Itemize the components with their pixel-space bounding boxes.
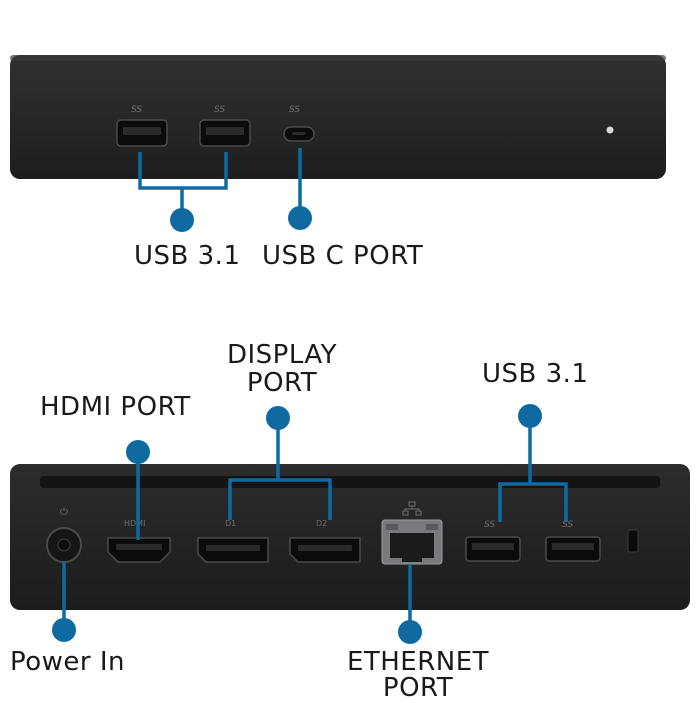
label-usb-rear: USB 3.1 — [482, 359, 589, 389]
rear-panel: ⏻ HDMI D1 D2 — [10, 464, 690, 610]
rear-hdmi-port: HDMI — [107, 519, 171, 563]
rear-displayport-1: D1 — [197, 519, 269, 563]
usb-ss-logo: SS — [289, 105, 300, 115]
usb-ss-logo: SS — [562, 520, 573, 530]
callout-dot-icon — [518, 404, 542, 428]
label-power-in: Power In — [10, 647, 126, 677]
label-ethernet-line1: ETHERNET — [346, 647, 490, 677]
front-usb-a-port-2: SS — [199, 105, 251, 147]
rear-device-body — [10, 464, 690, 610]
rear-displayport-2: D2 — [289, 519, 361, 563]
callout-dot-icon — [52, 618, 76, 642]
front-panel: SS SS SS — [10, 55, 666, 179]
security-slot-icon — [627, 529, 639, 553]
callout-dot-icon — [288, 206, 312, 230]
network-symbol-icon — [402, 501, 422, 516]
rear-usb-a-port-1: SS — [465, 520, 521, 562]
callout-dot-icon — [126, 440, 150, 464]
callout-dot-icon — [266, 406, 290, 430]
status-led-icon — [606, 126, 614, 134]
front-usb-c-port: SS — [283, 105, 315, 142]
label-display-port-line1: DISPLAY — [226, 340, 338, 370]
label-ethernet-line2: PORT — [382, 673, 454, 703]
label-display-port-line2: PORT — [246, 368, 318, 398]
power-symbol-icon: ⏻ — [60, 507, 68, 518]
callout-dot-icon — [398, 620, 422, 644]
usb-ss-logo: SS — [484, 520, 495, 530]
usb-ss-logo: SS — [214, 105, 225, 115]
hdmi-logo: HDMI — [124, 519, 145, 528]
dp1-logo: D1 — [225, 519, 236, 528]
label-hdmi-port: HDMI PORT — [40, 392, 191, 422]
rear-callouts — [62, 416, 568, 630]
callout-dot-icon — [170, 208, 194, 232]
callout-line-usb-rear — [498, 482, 568, 522]
front-usb-a-port-1: SS — [116, 105, 168, 147]
label-usb-c: USB C PORT — [262, 241, 424, 271]
callout-line-displayport — [228, 478, 332, 520]
rear-ethernet-port — [381, 501, 443, 565]
front-device-body — [10, 55, 666, 179]
label-usb-front: USB 3.1 — [134, 241, 241, 271]
usb-ss-logo: SS — [131, 105, 142, 115]
dp2-logo: D2 — [316, 519, 327, 528]
rear-usb-a-port-2: SS — [545, 520, 601, 562]
